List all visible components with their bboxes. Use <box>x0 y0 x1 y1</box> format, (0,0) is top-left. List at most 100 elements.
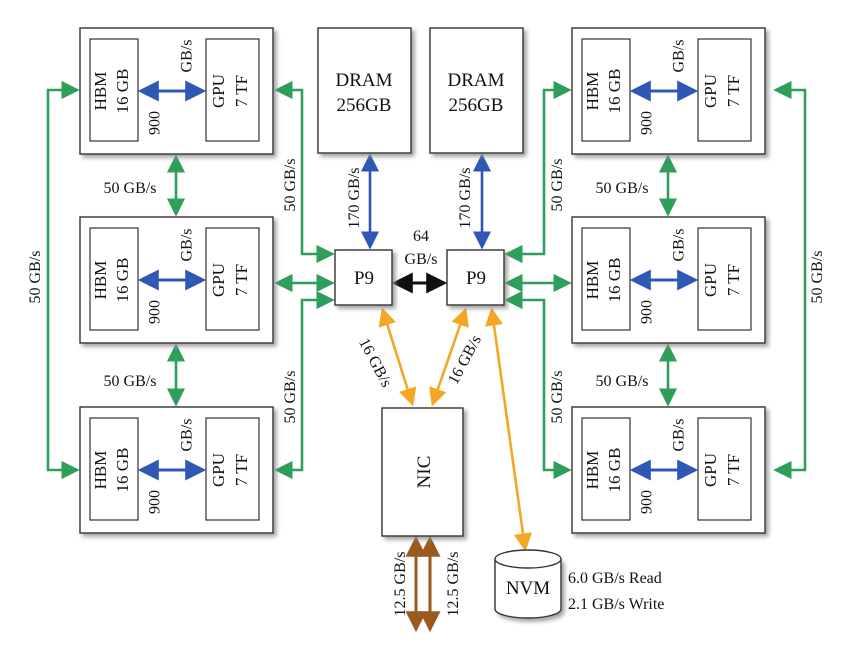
gpu-flops: 7 TF <box>232 264 251 296</box>
hbm-gpu-bandwidth-value: 900 <box>639 300 656 324</box>
gpu-label: GPU <box>209 453 228 487</box>
hbm-gpu-bandwidth-value: 900 <box>147 300 164 324</box>
dram-left-name: DRAM <box>335 70 392 91</box>
bw-label-dram-right: 170 GB/s <box>457 168 474 229</box>
bw-label-pcie-left: 16 GB/s <box>355 336 395 391</box>
hbm-box <box>89 38 139 142</box>
hbm-gpu-bandwidth-unit: GB/s <box>671 40 688 73</box>
hbm-gpu-bandwidth-value: 900 <box>147 111 164 135</box>
hbm-gpu-bandwidth-unit: GB/s <box>179 419 196 452</box>
bw-label-left-top-mid: 50 GB/s <box>104 180 157 197</box>
hbm-label: HBM <box>91 261 110 300</box>
nvlink-cpu-right-bot <box>504 290 572 480</box>
gpu-label: GPU <box>701 74 720 108</box>
gpu-label: GPU <box>701 263 720 297</box>
hbm-capacity: 16 GB <box>113 69 132 114</box>
gpu-box <box>205 227 260 331</box>
nvlink-outer-right <box>773 80 807 480</box>
nvm-label: NVM <box>506 578 550 599</box>
nvlink-cpu-right-top <box>504 80 572 264</box>
dram-left-size: 256GB <box>337 95 392 116</box>
gpu-flops: 7 TF <box>724 454 743 486</box>
gpu-label: GPU <box>209 263 228 297</box>
hbm-box <box>581 38 631 142</box>
bw-label-xbus-unit: GB/s <box>405 251 438 268</box>
bw-label-network-left: 12.5 GB/s <box>392 552 409 617</box>
bw-label-dram-left: 170 GB/s <box>346 168 363 229</box>
dram-left: DRAM 256GB <box>317 27 412 154</box>
hbm-gpu-bandwidth-unit: GB/s <box>179 229 196 262</box>
bw-label-left-mid-bot: 50 GB/s <box>104 373 157 390</box>
nic-box <box>381 407 464 537</box>
cpu-left: P9 <box>334 249 393 306</box>
hbm-box <box>89 227 139 331</box>
hbm-box <box>89 417 139 521</box>
gpu-flops: 7 TF <box>724 264 743 296</box>
hbm-label: HBM <box>583 72 602 111</box>
nvlink-cpu-left-top <box>274 80 335 264</box>
bw-label-cpu-right-top: 50 GB/s <box>549 159 566 212</box>
hbm-gpu-bandwidth-value: 900 <box>147 490 164 514</box>
bw-label-right-mid-bot: 50 GB/s <box>596 373 649 390</box>
nvm-write-bandwidth: 2.1 GB/s Write <box>568 596 664 613</box>
bw-label-outer-left: 50 GB/s <box>27 251 44 304</box>
gpu-box <box>697 38 752 142</box>
bw-label-cpu-right-bot: 50 GB/s <box>549 371 566 424</box>
hbm-gpu-bandwidth-unit: GB/s <box>671 419 688 452</box>
hbm-capacity: 16 GB <box>605 258 624 303</box>
nvlink-cpu-left-bot <box>274 290 335 480</box>
bw-label-xbus-value: 64 <box>413 228 429 245</box>
gpu-box <box>205 417 260 521</box>
hbm-gpu-bandwidth-unit: GB/s <box>671 229 688 262</box>
hbm-capacity: 16 GB <box>605 448 624 493</box>
bw-label-right-top-mid: 50 GB/s <box>596 180 649 197</box>
hbm-capacity: 16 GB <box>605 69 624 114</box>
gpu-box <box>205 38 260 142</box>
hbm-box <box>581 227 631 331</box>
gpu-flops: 7 TF <box>232 75 251 107</box>
cpu-left-label: P9 <box>354 268 374 289</box>
dram-right-size: 256GB <box>449 95 504 116</box>
bw-label-pcie-right: 16 GB/s <box>445 333 485 388</box>
cpu-left-box <box>334 249 393 306</box>
hbm-capacity: 16 GB <box>113 258 132 303</box>
nvm-link <box>484 307 533 552</box>
hbm-label: HBM <box>91 72 110 111</box>
hbm-gpu-bandwidth-value: 900 <box>639 111 656 135</box>
gpu-box <box>697 227 752 331</box>
dram-left-box <box>317 27 412 154</box>
interconnect-links <box>46 80 807 633</box>
nvm-read-bandwidth: 6.0 GB/s Read <box>568 570 662 587</box>
hbm-label: HBM <box>583 451 602 490</box>
gpu-flops: 7 TF <box>232 454 251 486</box>
hbm-capacity: 16 GB <box>113 448 132 493</box>
bw-label-cpu-left-top: 50 GB/s <box>282 159 299 212</box>
hbm-gpu-bandwidth-value: 900 <box>639 490 656 514</box>
bw-label-network-right: 12.5 GB/s <box>445 552 462 617</box>
nic-label: NIC <box>414 456 435 489</box>
nvlink-outer-left <box>46 80 80 480</box>
dram-right-name: DRAM <box>447 70 504 91</box>
dram-right-box <box>429 27 524 154</box>
hbm-gpu-bandwidth-unit: GB/s <box>179 40 196 73</box>
nic: NIC <box>381 407 464 537</box>
hbm-box <box>581 417 631 521</box>
pcie-link-right <box>429 307 469 407</box>
bw-label-outer-right: 50 GB/s <box>809 251 826 304</box>
bw-label-cpu-left-bot: 50 GB/s <box>282 371 299 424</box>
nvm-cylinder-body <box>494 559 562 619</box>
nvm-cylinder-top <box>494 549 562 569</box>
cpu-right: P9 <box>446 249 505 306</box>
hbm-label: HBM <box>91 451 110 490</box>
gpu-label: GPU <box>209 74 228 108</box>
pcie-link-left <box>378 307 417 407</box>
hbm-label: HBM <box>583 261 602 300</box>
